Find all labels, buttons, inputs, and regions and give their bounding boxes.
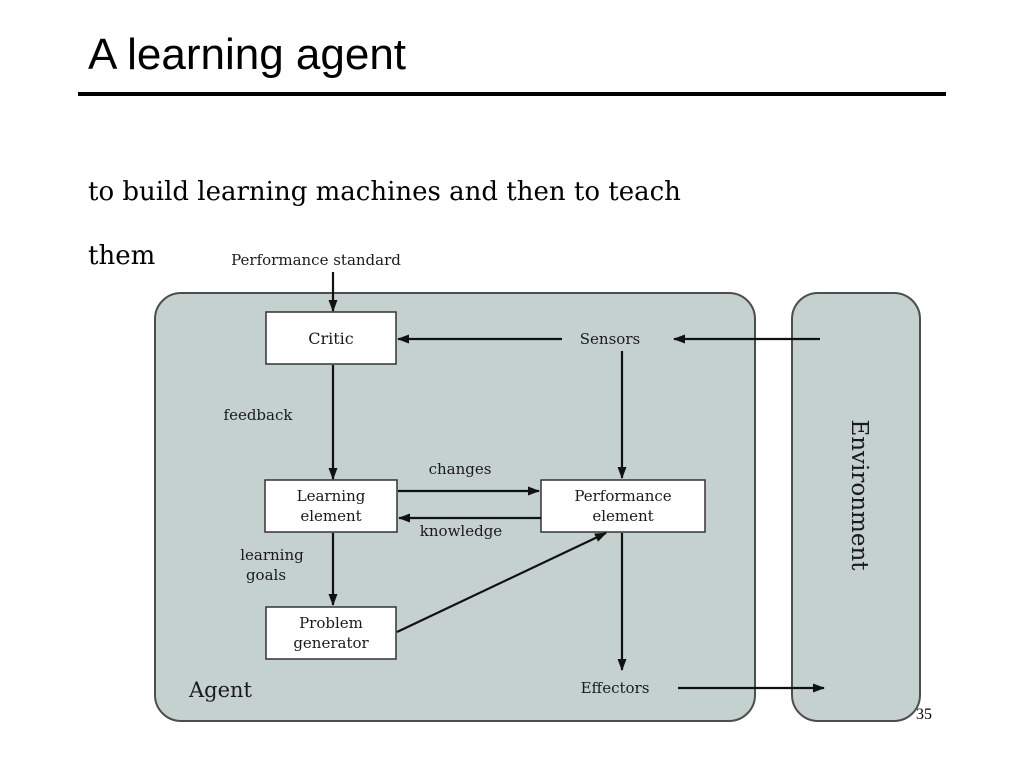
performance-element-label-line1: Performance <box>574 487 671 505</box>
learning-element-label-line2: element <box>300 507 361 525</box>
problem-generator-label-line1: Problem <box>299 614 363 632</box>
slide-title: A learning agent <box>88 30 407 79</box>
learning-element-box <box>264 479 398 533</box>
performance-element-label-line2: element <box>592 507 653 525</box>
slide-subtitle: to build learning machines and then to t… <box>88 177 681 271</box>
effectors-label: Effectors <box>581 679 650 697</box>
problem-generator-label-line2: generator <box>293 634 369 652</box>
sensors-label: Sensors <box>580 330 640 348</box>
performance-standard-label: Performance standard <box>231 251 401 269</box>
performance-element-box <box>540 479 706 533</box>
learning-goals-label-line1: learning <box>240 546 304 564</box>
agent-label: Agent <box>188 678 253 702</box>
environment-label: Environment <box>846 419 872 571</box>
problem-generator-box <box>265 606 397 660</box>
feedback-label: feedback <box>224 406 294 424</box>
critic-label: Critic <box>308 329 354 348</box>
title-divider <box>78 92 946 96</box>
knowledge-label: knowledge <box>420 522 502 540</box>
environment-panel <box>791 292 921 722</box>
arrow-problem-generator-to-performance-element <box>396 532 607 633</box>
critic-box <box>265 311 397 365</box>
slide-number: 35 <box>916 706 932 723</box>
learning-element-label-line1: Learning <box>297 487 366 505</box>
learning-goals-label-line2: goals <box>246 566 286 584</box>
changes-label: changes <box>429 460 492 478</box>
